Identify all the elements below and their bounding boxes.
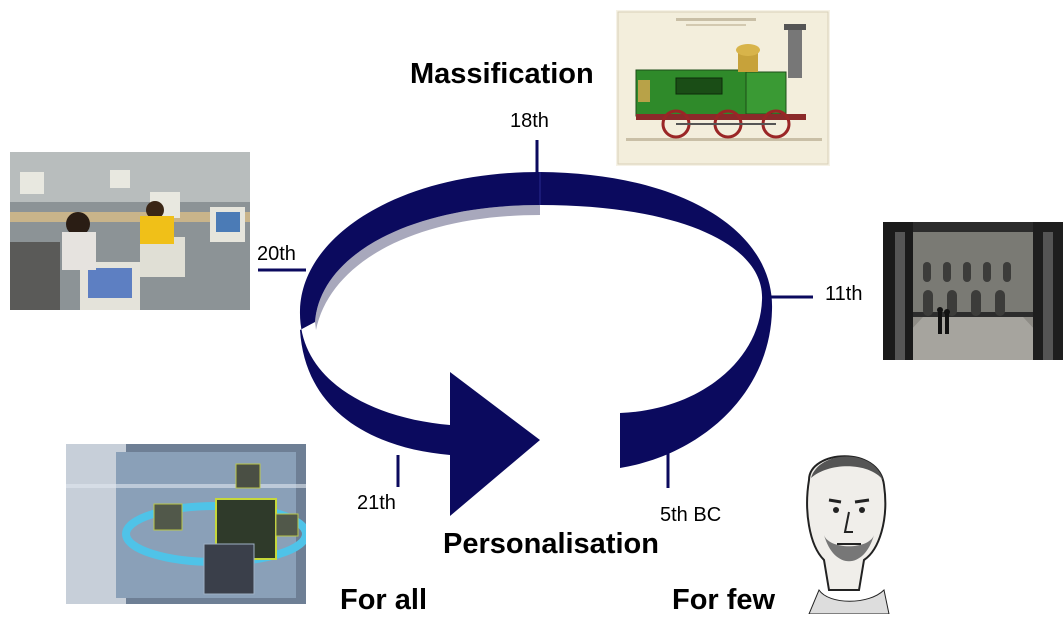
title-personalisation: Personalisation — [443, 528, 659, 560]
cycle-ring-shadow — [315, 205, 540, 330]
philosopher-bust-sketch — [789, 440, 899, 614]
label-for-few: For few — [672, 584, 776, 616]
tick-label-18th: 18th — [510, 110, 549, 132]
tick-label-11th: 11th — [825, 283, 863, 305]
label-for-all: For all — [340, 584, 428, 616]
cycle-ring — [299, 172, 773, 516]
title-massification: Massification — [410, 58, 594, 90]
tick-label-5th-bc: 5th BC — [660, 504, 722, 526]
computer-lab-photo — [10, 152, 250, 310]
cloister-photo — [883, 222, 1063, 360]
network-cubes-illustration — [66, 444, 306, 604]
tick-label-21th: 21th — [357, 492, 396, 514]
tick-label-20th: 20th — [257, 243, 296, 265]
locomotive-illustration — [616, 10, 830, 166]
